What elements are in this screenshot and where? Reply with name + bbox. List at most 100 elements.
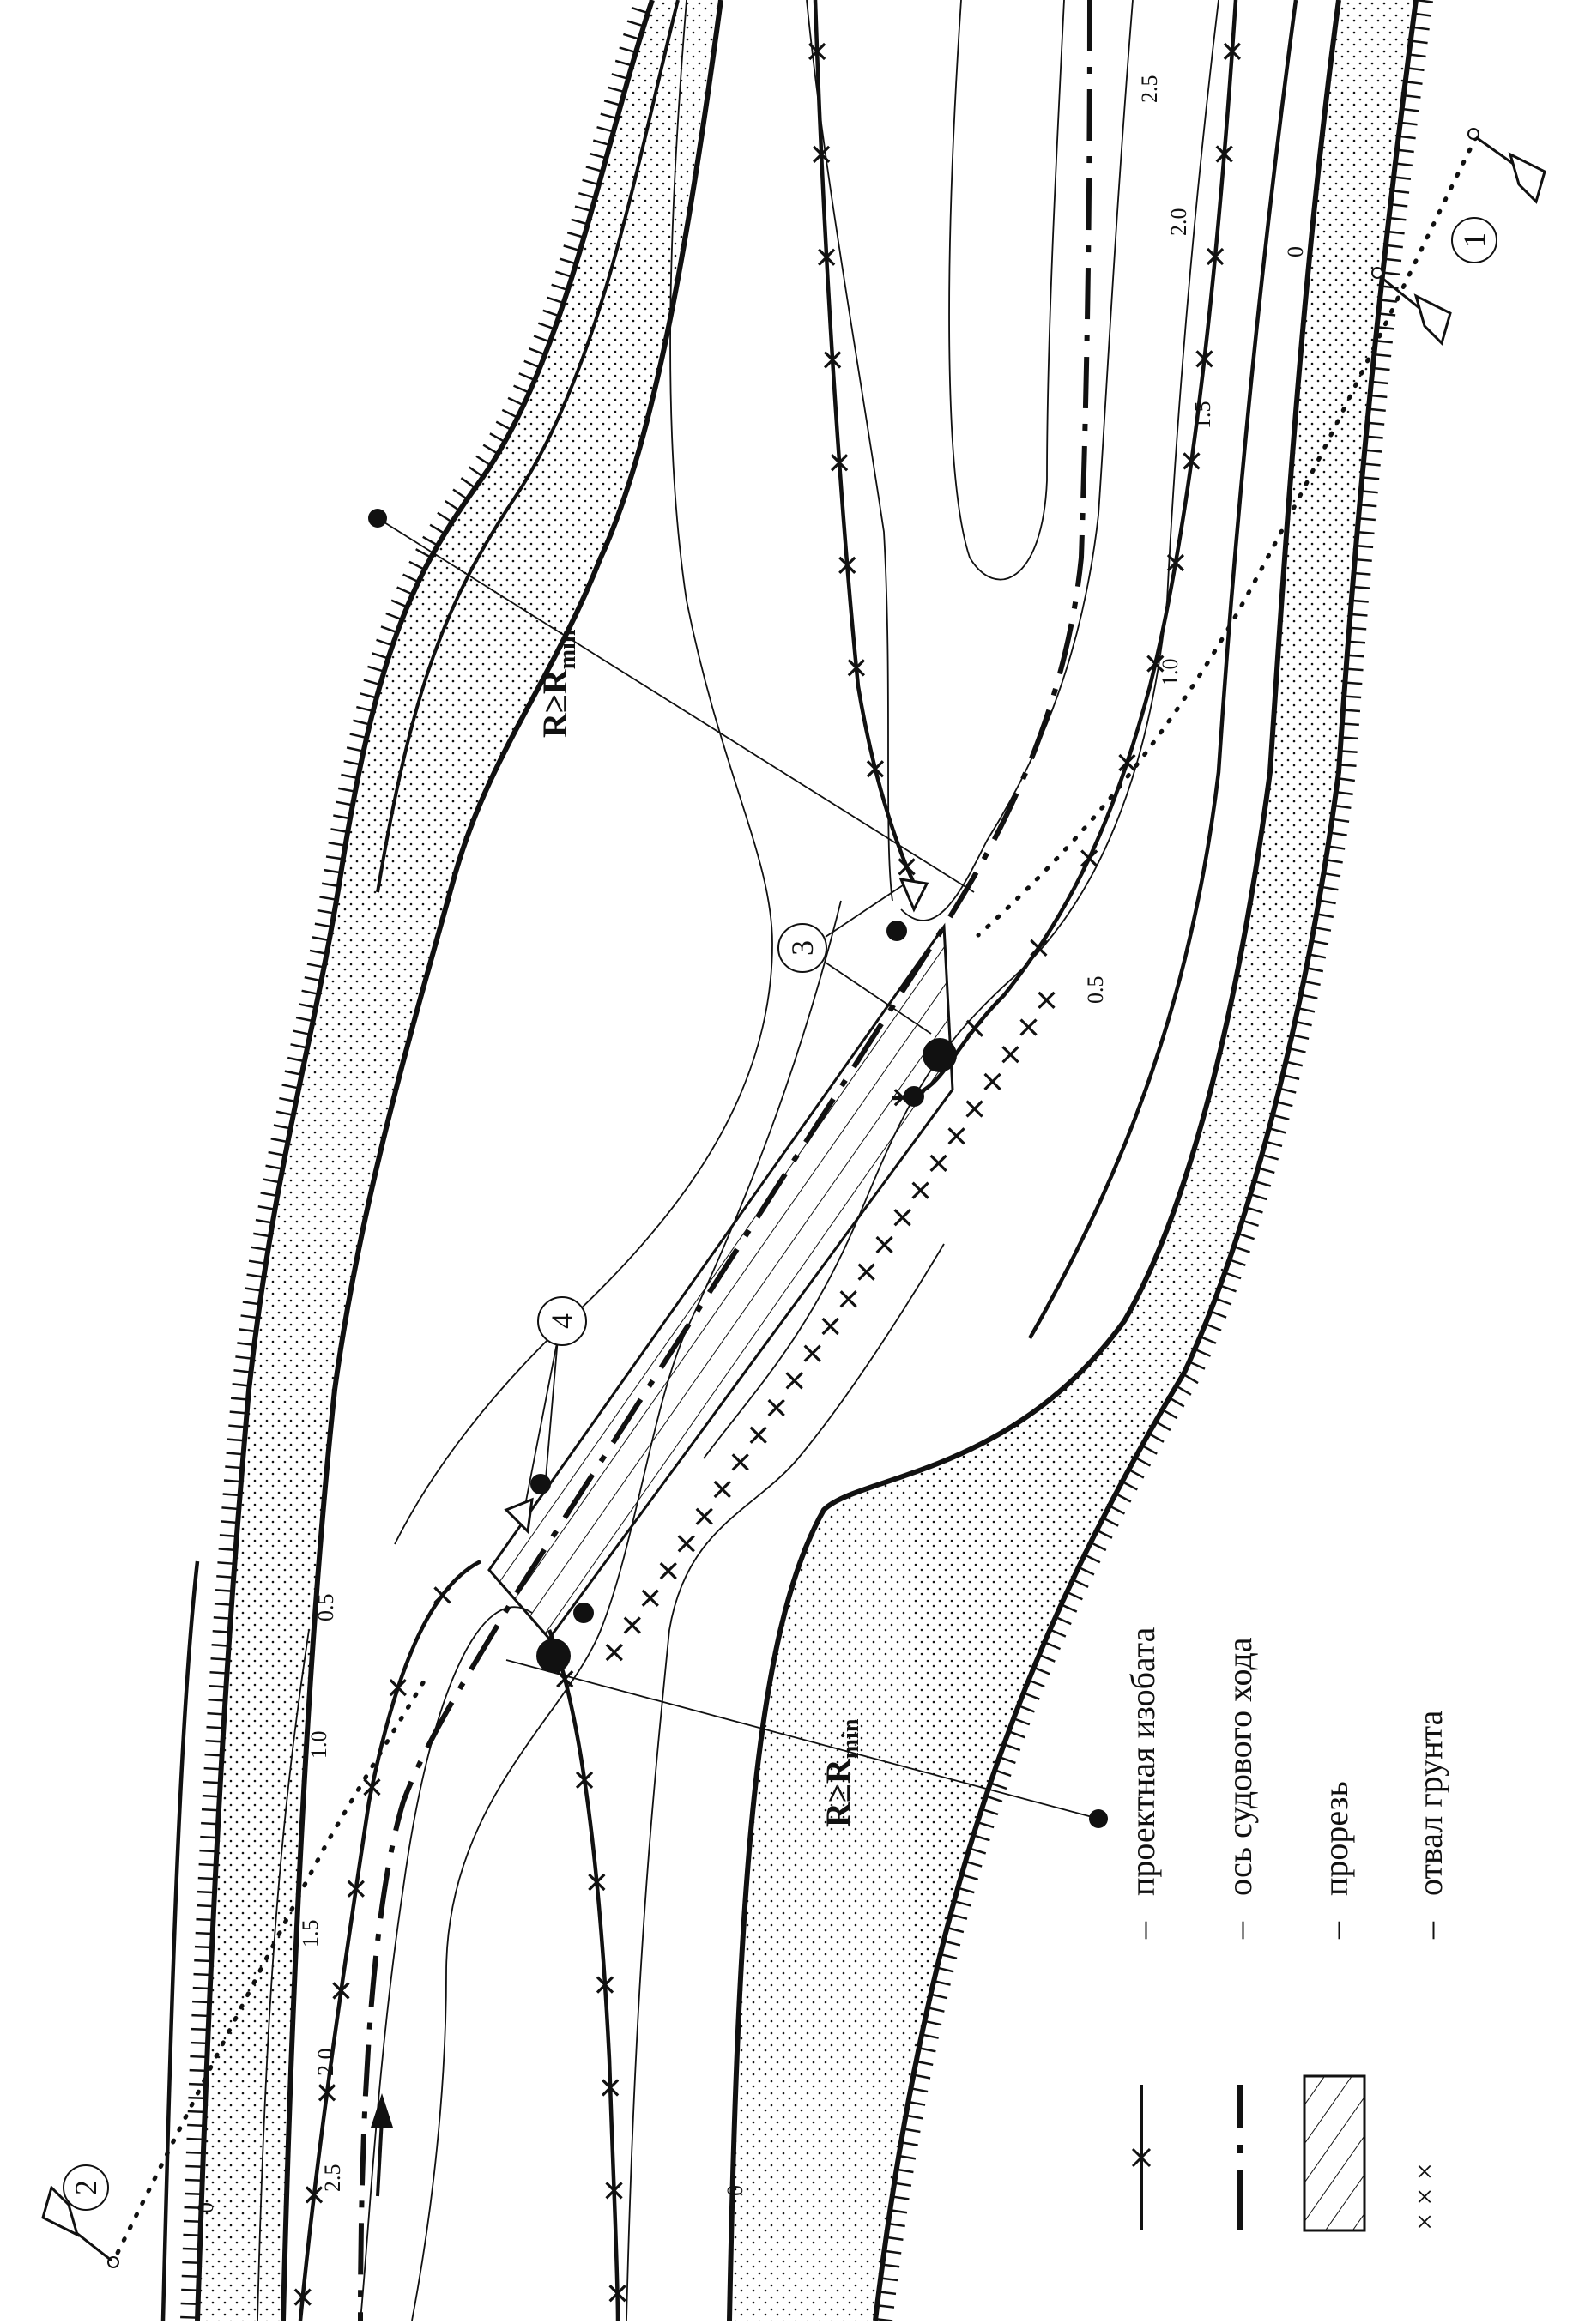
isobath-cross-mark [803,1344,821,1362]
bank-tick [943,1940,961,1947]
bank-tick [1405,80,1423,85]
bank-tick [1375,339,1393,344]
bank-tick [608,86,625,94]
bank-tick [188,2082,207,2086]
isobath-cross-mark [1080,849,1098,867]
leader-lines [368,509,1108,1828]
bank-tick [1367,421,1385,426]
bank-tick [207,1711,225,1716]
isobath-cross-mark [1195,350,1213,368]
bank-tick [228,1424,246,1428]
bank-tick [1176,1385,1192,1396]
isobath-label-05-left: 0.5 [313,1594,338,1622]
isobath-cross-mark [965,1019,983,1037]
bank-tick [547,296,565,305]
dredged-cut [487,922,954,1641]
bank-tick [217,1561,235,1566]
bank-tick [1394,162,1413,167]
bank-tick [1242,1219,1259,1228]
bank-tick [1268,1127,1286,1134]
bank-tick [1066,1591,1083,1601]
bank-tick [1358,516,1376,522]
isobath-cross-mark [1183,452,1201,470]
bank-tick [223,1479,242,1483]
bank-tick [1372,366,1390,371]
bank-tick [227,1438,245,1442]
bank-tick [513,384,530,394]
bank-tick [248,1259,266,1265]
bank-tick [1321,885,1339,891]
bank-tick [233,1369,251,1373]
range-mark-2-icon [41,2185,119,2268]
svg-text:4: 4 [545,1313,579,1329]
bank-tick [924,2019,942,2026]
bank-tick [390,599,408,608]
bank-tick [1288,1047,1306,1053]
bank-tick [1351,599,1369,603]
bank-tick [185,2178,203,2182]
bank-tick [908,2100,926,2106]
bank-tick [343,759,361,766]
bank-tick [1050,1628,1067,1638]
bank-tick [270,1138,288,1144]
bank-tick [1096,1529,1113,1539]
legend-dredged-cut-symbol [1303,2074,1366,2232]
isobath-cross-mark [659,1561,677,1580]
isobath-cross-mark [821,1317,839,1336]
bank-tick [193,1972,211,1977]
project-isobaths [293,0,1242,2321]
bank-tick [1359,504,1377,508]
bank-tick [255,1218,273,1224]
bank-tick [349,733,367,739]
bank-tick [1328,845,1346,850]
bank-tick [631,6,649,15]
bank-tick [886,2236,904,2241]
bank-tick [1109,1505,1126,1515]
svg-text:R≥Rmin: R≥Rmin [535,629,581,738]
isobath-cross-mark [839,1290,857,1308]
bank-tick [913,2073,931,2080]
isobath-cross-mark [602,2079,620,2097]
bank-tick [1354,558,1372,563]
bank-tick [1374,353,1392,358]
bank-tick [317,908,335,915]
bank-tick [1115,1493,1132,1503]
bank-tick [903,2128,921,2134]
isobath-cross-mark [332,1982,350,2000]
bank-tick [1245,1206,1263,1214]
bank-tick [321,882,340,888]
bank-tick [965,1860,983,1868]
bank-tick [489,432,505,444]
bank-tick [196,1917,214,1922]
right-bank-ticks [875,0,1433,2322]
bank-tick [180,2315,198,2319]
bank-tick [1044,1641,1062,1651]
left-bank-sand [197,0,721,2321]
bank-tick [380,625,398,634]
bank-tick [1360,490,1378,494]
bank-tick [232,1383,250,1387]
isobath-label-20-right: 2.0 [1166,208,1191,237]
bank-tick [309,949,327,955]
bank-tick [265,1164,283,1170]
bank-tick [1309,953,1327,959]
bank-tick [1407,67,1425,72]
legend-dash-4: – [1411,1921,1449,1940]
bank-tick [182,2261,200,2264]
bank-tick [1018,1705,1035,1713]
bank-tick [363,679,381,686]
bank-tick [201,1821,219,1826]
bank-tick [936,1966,954,1973]
bank-tick [221,1506,239,1511]
bank-tick [215,1589,233,1592]
isobath-cross-mark [898,858,916,876]
isobath-cross-mark [677,1535,695,1553]
svg-text:2: 2 [69,2180,103,2195]
left-shoreline [281,0,723,2321]
bank-tick [887,2222,905,2228]
bank-tick [324,868,342,874]
bank-tick [1356,544,1374,549]
bank-tick [1347,640,1366,644]
bank-tick [619,46,637,54]
bank-tick [1023,1692,1040,1700]
